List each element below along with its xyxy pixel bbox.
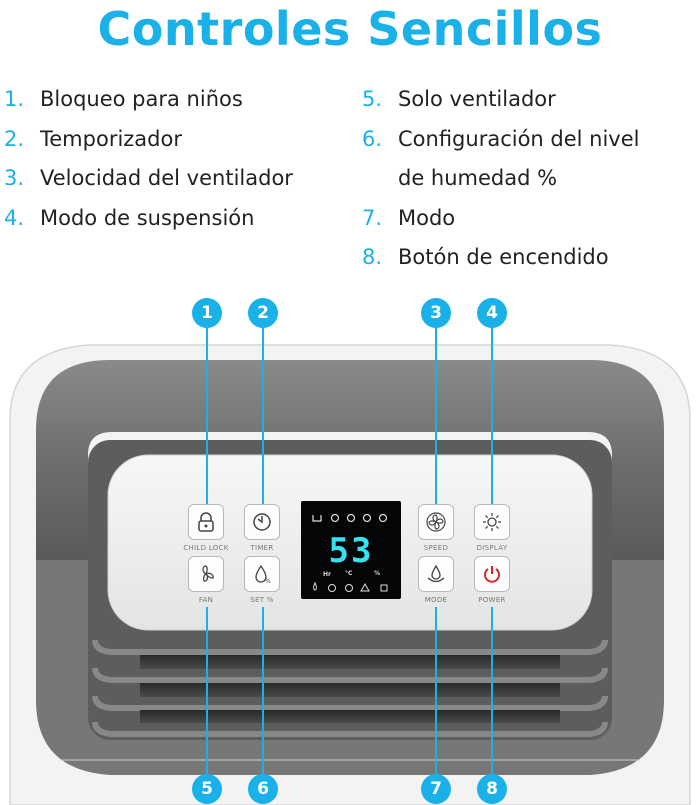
leader-line-6 — [262, 607, 264, 777]
legend-number: 1. — [4, 87, 25, 111]
legend-item: 6. Configuración del nivel — [362, 120, 640, 160]
callout-7: 7 — [421, 774, 451, 804]
leader-line-5 — [206, 607, 208, 777]
legend-number: 8. — [362, 245, 383, 269]
callout-5: 5 — [192, 774, 222, 804]
legend-number: 3. — [4, 166, 25, 190]
legend-number: 2. — [4, 126, 25, 151]
legend-item: 4. Modo de suspensión — [4, 199, 293, 239]
legend-text: Configuración del nivel — [398, 126, 640, 151]
fan-label: FAN — [198, 596, 214, 604]
legend-item: 7. Modo — [362, 199, 640, 239]
power-button[interactable] — [474, 556, 510, 592]
legend-text: Modo de suspensión — [40, 205, 255, 230]
page-title: Controles Sencillos — [97, 2, 603, 56]
set-label: SET % — [250, 596, 274, 604]
status-icons-top — [312, 513, 388, 523]
legend-item: 3. Velocidad del ventilador — [4, 159, 293, 199]
handle-frame — [36, 360, 664, 560]
legend-item: 1. Bloqueo para niños — [4, 80, 293, 120]
led-display: 53 Hr °C % — [301, 501, 401, 599]
legend-number: 7. — [362, 205, 383, 230]
legend-item: 5. Solo ventilador — [362, 80, 640, 120]
legend-number: 6. — [362, 126, 383, 151]
hours-indicator: Hr — [323, 571, 331, 578]
speed-button[interactable] — [418, 504, 454, 540]
lock-icon — [198, 512, 214, 532]
callout-2: 2 — [248, 298, 278, 328]
timer-button[interactable] — [244, 504, 280, 540]
air-vent — [140, 655, 560, 669]
timer-icon — [253, 513, 271, 531]
callout-6: 6 — [248, 774, 278, 804]
leader-line-8 — [491, 607, 493, 777]
celsius-indicator: °C — [345, 570, 353, 577]
sun-icon — [483, 513, 501, 531]
timer-label: TIMER — [250, 544, 274, 552]
callout-1: 1 — [192, 298, 222, 328]
leader-line-7 — [435, 607, 437, 777]
leader-line-4 — [491, 325, 493, 505]
legend-text: Velocidad del ventilador — [40, 166, 293, 190]
leader-line-1 — [206, 325, 208, 505]
svg-text:%: % — [265, 578, 271, 585]
callout-3: 3 — [421, 298, 451, 328]
mode-label: MODE — [424, 596, 448, 604]
mode-button[interactable] — [418, 556, 454, 592]
set-humidity-button[interactable]: % — [244, 556, 280, 592]
child-lock-label: CHILD LOCK — [183, 544, 229, 552]
legend-left: 1. Bloqueo para niños 2. Temporizador 3.… — [4, 80, 293, 238]
legend-number: 5. — [362, 87, 383, 111]
leader-line-3 — [435, 325, 437, 505]
fan-button[interactable] — [188, 556, 224, 592]
legend-item: 2. Temporizador — [4, 120, 293, 160]
legend-item: 8. Botón de encendido — [362, 238, 640, 278]
status-icons-bottom — [313, 581, 388, 592]
callout-4: 4 — [477, 298, 507, 328]
fan-speed-icon — [426, 512, 446, 532]
legend-text: Bloqueo para niños — [40, 87, 243, 111]
child-lock-button[interactable] — [188, 504, 224, 540]
display-label: DISPLAY — [476, 544, 508, 552]
display-button[interactable] — [474, 504, 510, 540]
legend-text: Botón de encendido — [398, 245, 609, 269]
mode-drop-icon — [427, 564, 445, 583]
legend-text: Modo — [398, 205, 456, 230]
power-label: POWER — [478, 596, 506, 604]
humidity-drop-icon: % — [255, 564, 271, 585]
leader-line-2 — [262, 325, 264, 505]
power-icon — [484, 566, 500, 583]
fan-icon — [202, 565, 214, 582]
legend-number: 4. — [4, 205, 25, 230]
humidity-readout: 53 — [328, 531, 374, 571]
callout-8: 8 — [477, 774, 507, 804]
legend-right: 5. Solo ventilador 6. Configuración del … — [362, 80, 640, 278]
legend-text: Temporizador — [40, 126, 182, 151]
speed-label: SPEED — [423, 544, 449, 552]
legend-text: Solo ventilador — [398, 87, 556, 111]
legend-text-continued: de humedad % — [398, 166, 558, 190]
percent-indicator: % — [374, 570, 381, 577]
